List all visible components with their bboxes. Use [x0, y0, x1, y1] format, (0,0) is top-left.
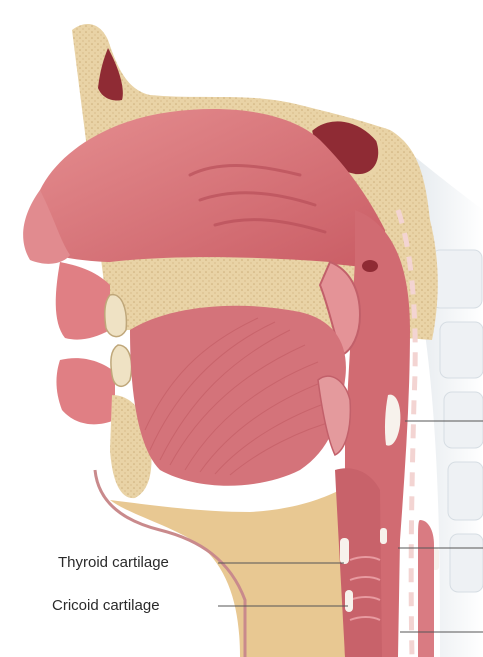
label-cricoid-cartilage: Cricoid cartilage — [52, 597, 160, 614]
label-thyroid-cartilage: Thyroid cartilage — [58, 554, 169, 571]
oesophagus — [418, 520, 434, 657]
eustachian-opening — [362, 260, 378, 272]
lower-lip — [56, 358, 115, 424]
upper-lip — [56, 262, 110, 340]
lower-incisor — [111, 345, 132, 386]
neck-skin — [110, 490, 345, 657]
tongue — [130, 306, 346, 486]
